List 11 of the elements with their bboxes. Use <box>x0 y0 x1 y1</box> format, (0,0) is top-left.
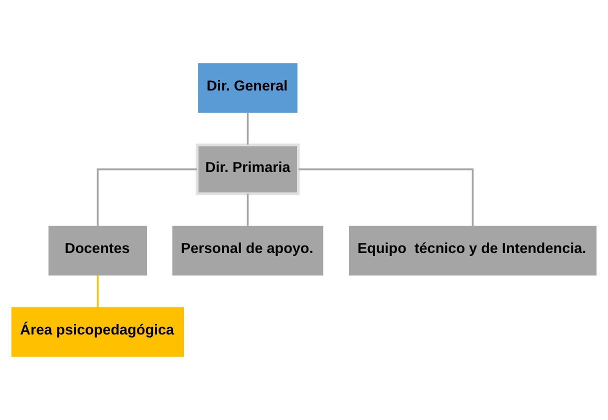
node-box: Dir. General <box>198 63 298 113</box>
node-box: Docentes <box>48 226 147 276</box>
node-box: Área psicopedagógica <box>11 307 184 357</box>
connector <box>246 112 249 145</box>
connector <box>96 275 99 308</box>
node-box: Equipo técnico y de Intendencia. <box>348 226 597 276</box>
connector <box>96 168 197 226</box>
connector <box>298 168 474 226</box>
node-box: Dir. Primaria <box>196 144 300 196</box>
node-box: Personal de apoyo. <box>172 226 324 276</box>
connector <box>246 194 249 226</box>
